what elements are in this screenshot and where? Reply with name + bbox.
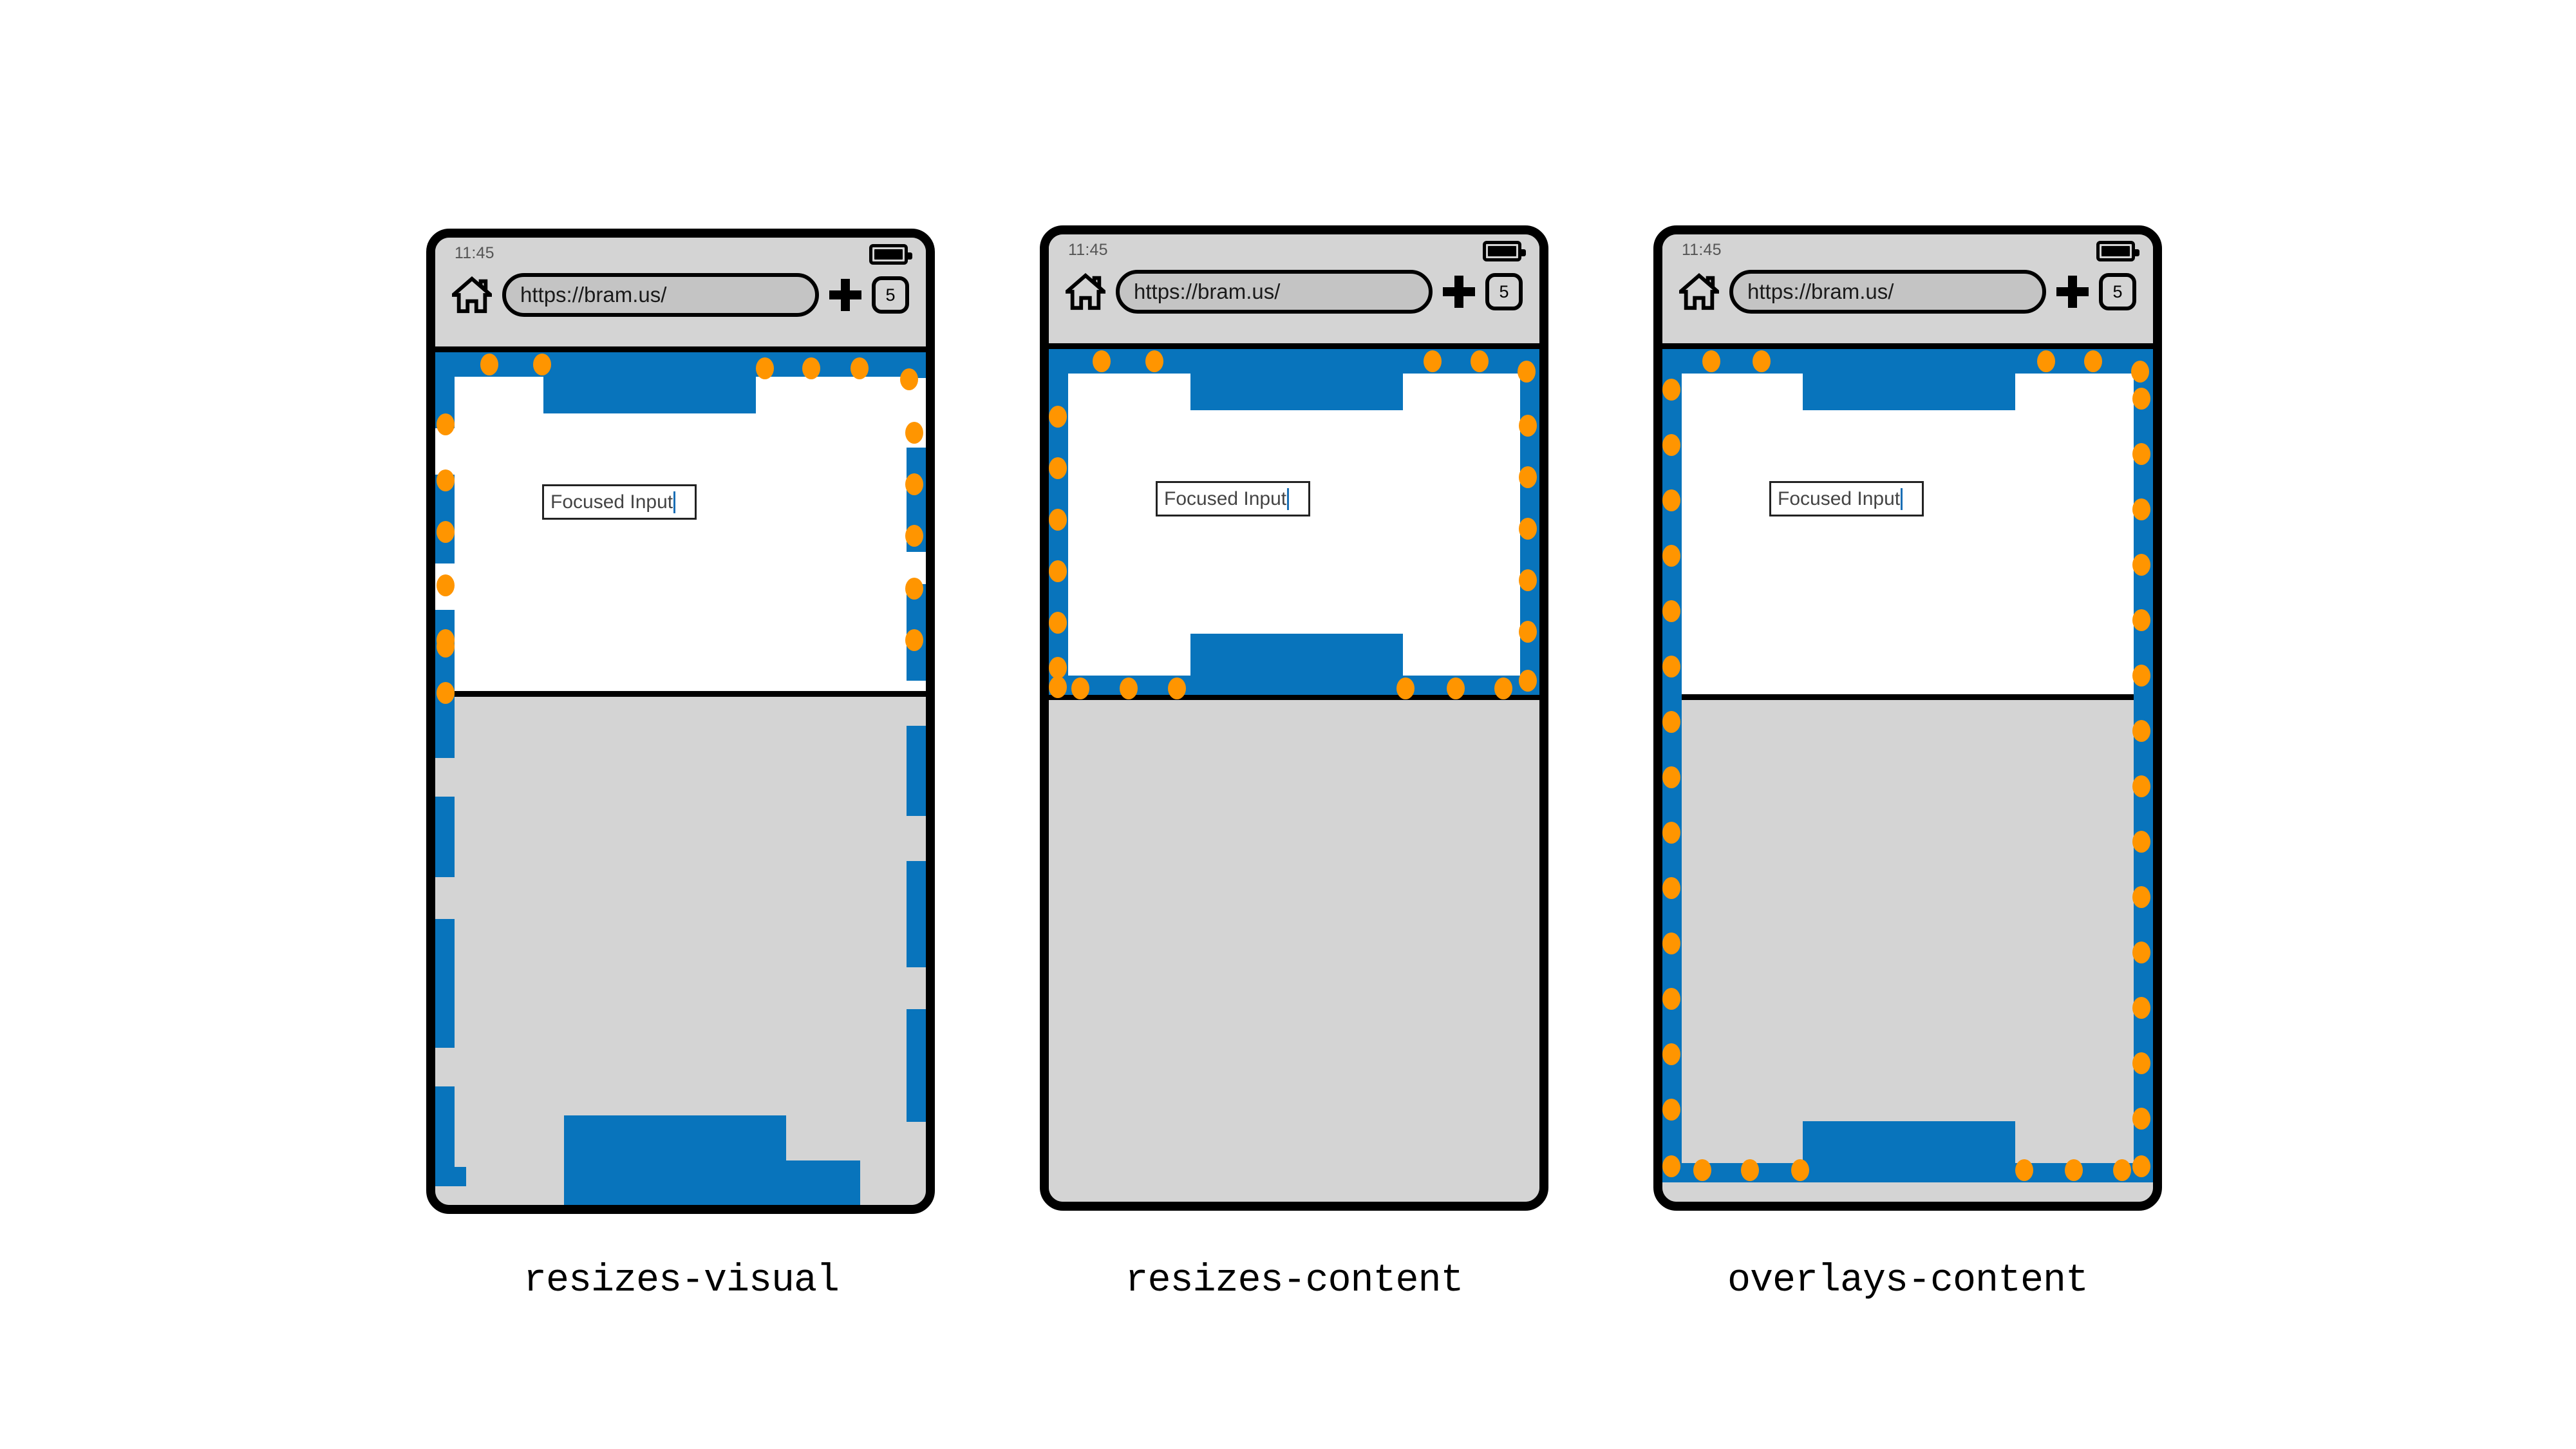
status-bar-time: 11:45: [1068, 241, 1108, 259]
url-text: https://bram.us/: [520, 283, 667, 307]
url-bar[interactable]: https://bram.us/: [1116, 270, 1433, 314]
status-bar-time: 11:45: [455, 244, 494, 262]
home-icon[interactable]: [448, 275, 496, 315]
focused-input[interactable]: Focused Input: [1156, 481, 1310, 516]
browser-toolbar: https://bram.us/ 5: [1049, 270, 1539, 314]
device-screen: Focused Input: [1662, 349, 2153, 1202]
phone-mockup-resizes-content: 11:45 https://bram.us/ 5 Focused Input: [1040, 225, 1548, 1211]
caption-resizes-visual: resizes-visual: [523, 1259, 840, 1303]
home-icon[interactable]: [1062, 272, 1109, 312]
battery-icon: [1483, 241, 1526, 261]
device-screen: Focused Input: [1049, 349, 1539, 1202]
tab-count-button[interactable]: 5: [2099, 273, 2136, 310]
status-bar-time: 11:45: [1682, 241, 1722, 259]
home-icon[interactable]: [1675, 272, 1723, 312]
browser-toolbar: https://bram.us/ 5: [435, 273, 926, 317]
url-text: https://bram.us/: [1134, 279, 1281, 303]
text-caret: [1901, 488, 1903, 510]
device-screen: Focused Input: [435, 352, 926, 1205]
web-page-area: Focused Input: [435, 352, 926, 697]
text-caret: [673, 491, 676, 513]
phone-mockup-resizes-visual: 11:45 https://bram.us/ 5 Focused In: [426, 229, 935, 1214]
focused-input-value: Focused Input: [1164, 488, 1287, 509]
focused-input-value: Focused Input: [1778, 488, 1901, 509]
url-bar[interactable]: https://bram.us/: [1729, 270, 2046, 314]
virtual-keyboard-area: [1662, 706, 2153, 1202]
url-text: https://bram.us/: [1747, 279, 1894, 303]
browser-chrome: 11:45 https://bram.us/ 5: [435, 238, 926, 352]
caption-overlays-content: overlays-content: [1727, 1259, 2089, 1303]
url-bar[interactable]: https://bram.us/: [502, 273, 819, 317]
focused-input[interactable]: Focused Input: [542, 484, 697, 520]
phone-mockup-overlays-content: 11:45 https://bram.us/ 5 Focused Input: [1653, 225, 2162, 1211]
text-caret: [1287, 488, 1290, 510]
plus-icon[interactable]: [829, 279, 861, 311]
browser-chrome: 11:45 https://bram.us/ 5: [1049, 234, 1539, 349]
battery-icon: [869, 244, 912, 265]
tab-count-button[interactable]: 5: [872, 276, 909, 314]
web-page-area: Focused Input: [1049, 349, 1539, 700]
focused-input[interactable]: Focused Input: [1769, 481, 1924, 516]
virtual-keyboard-area: [435, 703, 926, 1205]
plus-icon[interactable]: [1443, 276, 1475, 308]
caption-resizes-content: resizes-content: [1125, 1259, 1463, 1303]
tab-count-button[interactable]: 5: [1485, 273, 1523, 310]
browser-chrome: 11:45 https://bram.us/ 5: [1662, 234, 2153, 349]
browser-toolbar: https://bram.us/ 5: [1662, 270, 2153, 314]
battery-icon: [2096, 241, 2139, 261]
plus-icon[interactable]: [2056, 276, 2089, 308]
focused-input-value: Focused Input: [550, 491, 673, 513]
virtual-keyboard-area: [1049, 706, 1539, 1202]
web-page-area: Focused Input: [1662, 349, 2153, 700]
